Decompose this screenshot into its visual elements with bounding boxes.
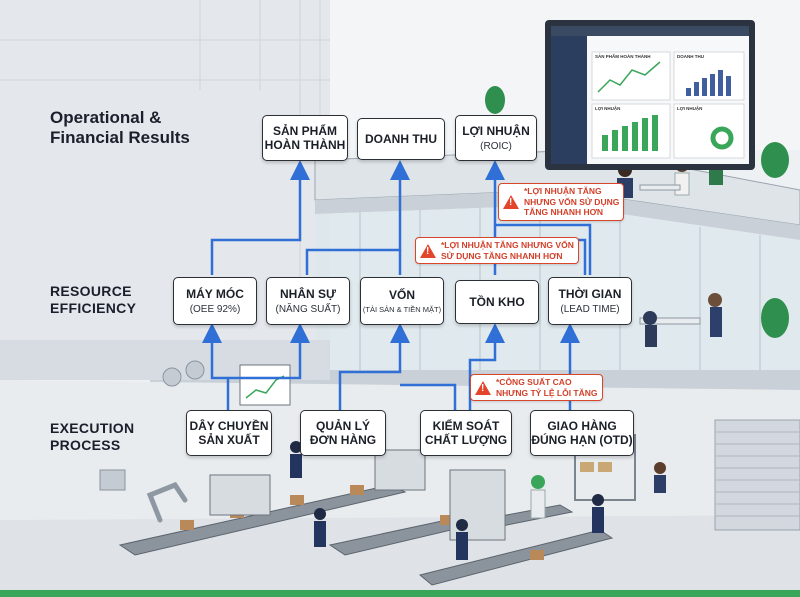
dashboard-panel-4-label: LỢI NHUẬN (677, 106, 703, 111)
node-day-chuyen-san-xuat: DÂY CHUYỀN SẢN XUẤT (186, 410, 272, 456)
node-title: TỒN KHO (469, 294, 525, 309)
node-nhan-su: NHÂN SỰ (NĂNG SUẤT) (266, 277, 350, 325)
node-san-pham-hoan-thanh: SẢN PHẨM HOÀN THÀNH (262, 115, 348, 161)
node-subtitle: (ROIC) (480, 141, 512, 153)
warning-callout-quality: ! *CÔNG SUẤT CAO NHƯNG TỶ LỆ LỖI TĂNG (470, 374, 603, 402)
warning-icon: ! (420, 243, 436, 258)
node-title: THỜI GIAN (558, 286, 622, 301)
node-subtitle: (NĂNG SUẤT) (275, 304, 341, 316)
level-label-execution: EXECUTION PROCESS (50, 420, 135, 453)
node-subtitle: (LEAD TIME) (560, 304, 620, 316)
node-title: DÂY CHUYỀN SẢN XUẤT (189, 418, 269, 447)
node-quan-ly-don-hang: QUẢN LÝ ĐƠN HÀNG (300, 410, 386, 456)
node-may-moc: MÁY MÓC (OEE 92%) (173, 277, 257, 325)
node-doanh-thu: DOANH THU (357, 118, 445, 160)
callout-text: *LỢI NHUẬN TĂNG NHƯNG VỐN SỬ DỤNG TĂNG N… (441, 240, 574, 261)
node-title: LỢI NHUẬN (462, 123, 530, 138)
node-title: NHÂN SỰ (280, 286, 336, 301)
node-title: DOANH THU (365, 131, 437, 146)
dashboard-screen (545, 20, 755, 170)
node-title: GIAO HÀNG ĐÚNG HẠN (OTD) (531, 418, 633, 447)
node-giao-hang-dung-han: GIAO HÀNG ĐÚNG HẠN (OTD) (530, 410, 634, 456)
node-ton-kho: TỒN KHO (455, 280, 539, 324)
node-kiem-soat-chat-luong: KIỂM SOÁT CHẤT LƯỢNG (420, 410, 512, 456)
level-label-efficiency: RESOURCE EFFICIENCY (50, 283, 137, 316)
warning-icon: ! (503, 194, 519, 209)
warning-icon: ! (475, 380, 491, 395)
warning-callout-roic: ! *LỢI NHUẬN TĂNG NHƯNG VỐN SỬ DỤNG TĂNG… (498, 183, 625, 221)
dashboard-panel-3-label: LỢI NHUẬN (595, 106, 621, 111)
connector-lines (202, 160, 592, 410)
node-title: QUẢN LÝ ĐƠN HÀNG (309, 418, 377, 447)
node-von: VỐN (TÀI SẢN & TIỀN MẶT) (360, 277, 444, 325)
node-title: MÁY MÓC (186, 286, 244, 301)
callout-text: *LỢI NHUẬN TĂNG NHƯNG VỐN SỬ DỤNG TĂNG N… (524, 186, 620, 218)
dashboard-panel-1-label: SẢN PHẨM HOÀN THÀNH (595, 54, 651, 59)
node-loi-nhuan: LỢI NHUẬN (ROIC) (455, 115, 537, 161)
node-title: SẢN PHẨM HOÀN THÀNH (264, 123, 346, 152)
node-title: KIỂM SOÁT CHẤT LƯỢNG (424, 418, 508, 447)
node-title: VỐN (388, 287, 415, 302)
warning-callout-capital: ! *LỢI NHUẬN TĂNG NHƯNG VỐN SỬ DỤNG TĂNG… (415, 237, 579, 265)
level-label-results: Operational & Financial Results (50, 108, 190, 148)
node-thoi-gian: THỜI GIAN (LEAD TIME) (548, 277, 632, 325)
node-subtitle: (TÀI SẢN & TIỀN MẶT) (362, 305, 442, 315)
node-subtitle: (OEE 92%) (189, 304, 241, 316)
callout-text: *CÔNG SUẤT CAO NHƯNG TỶ LỆ LỖI TĂNG (496, 377, 598, 398)
dashboard-panel-2-label: DOANH THU (677, 54, 704, 59)
